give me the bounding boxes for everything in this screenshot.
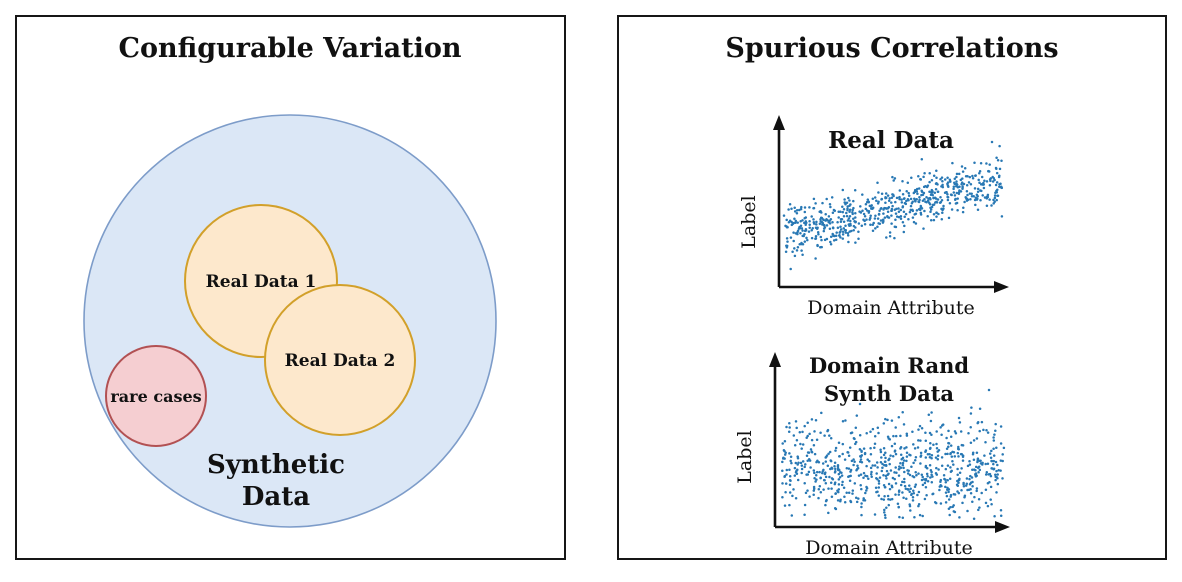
synthetic-data-label-line2: Data — [242, 482, 310, 512]
bottom-y-axis-label: Label — [734, 430, 756, 483]
scatter-plots: Spurious Correlations Real Data Label Do… — [725, 33, 1058, 558]
real-data-2-circle — [264, 284, 416, 436]
domain-rand-synth-plot: Domain Rand Synth Data Label Domain Attr… — [734, 352, 1010, 558]
real-data-2-label: Real Data 2 — [285, 351, 396, 371]
right-panel-title: Spurious Correlations — [725, 33, 1058, 64]
venn-diagram: Configurable Variation Real Data 1 Real … — [83, 33, 497, 528]
real-data-1-label: Real Data 1 — [206, 272, 317, 292]
top-x-axis-label: Domain Attribute — [807, 297, 974, 319]
left-panel-title: Configurable Variation — [118, 33, 461, 64]
configurable-variation-panel: Configurable Variation Real Data 1 Real … — [15, 15, 566, 560]
top-plot-title: Real Data — [828, 127, 954, 154]
real-data-plot: Real Data Label Domain Attribute — [738, 115, 1009, 319]
rare-cases-label: rare cases — [110, 387, 201, 406]
real-data-scatter-points — [782, 140, 1004, 271]
bottom-plot-title-line1: Domain Rand — [809, 353, 969, 378]
bottom-plot-title-line2: Synth Data — [824, 381, 954, 406]
spurious-correlations-panel: Spurious Correlations Real Data Label Do… — [617, 15, 1167, 560]
top-y-axis-label: Label — [738, 195, 760, 248]
synth-data-scatter-points — [781, 388, 1006, 521]
synthetic-data-label-line1: Synthetic — [207, 450, 345, 480]
bottom-x-axis-label: Domain Attribute — [805, 537, 972, 558]
rare-cases-circle — [105, 345, 207, 447]
